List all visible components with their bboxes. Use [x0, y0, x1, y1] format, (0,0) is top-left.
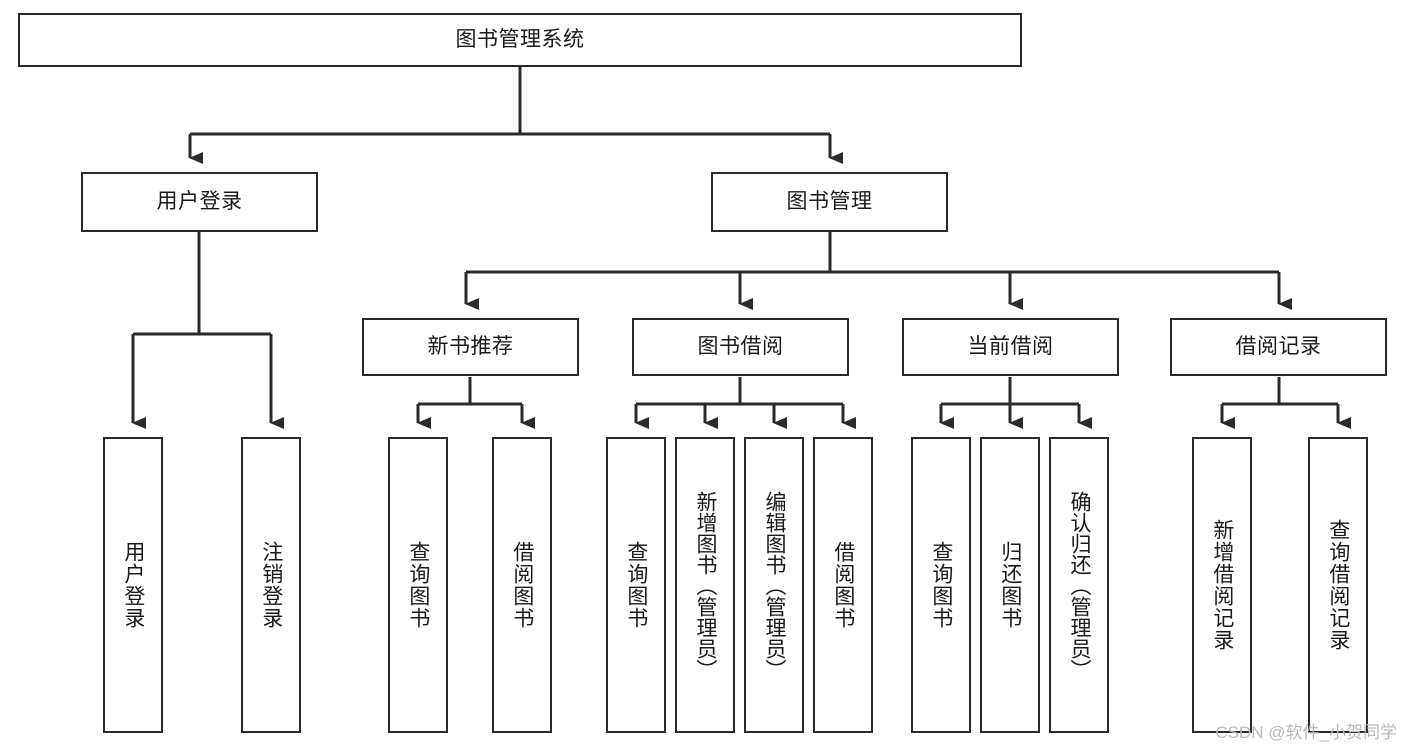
node-leaf-add-book-label: 新增图书（管理员） [694, 490, 718, 680]
edge-currentborrow-to-leaves [939, 377, 1092, 429]
node-user-login[interactable]: 用户登录 [81, 172, 318, 232]
node-leaf-add-book[interactable]: 新增图书（管理员） [675, 437, 735, 733]
node-leaf-add-record-label: 新增借阅记录 [1210, 519, 1234, 651]
node-leaf-query-book-1-label: 查询图书 [406, 541, 430, 629]
node-leaf-user-logout[interactable]: 注销登录 [241, 437, 301, 733]
node-leaf-return-book[interactable]: 归还图书 [980, 437, 1040, 733]
node-leaf-query-book-1[interactable]: 查询图书 [388, 437, 448, 733]
csdn-watermark: CSDN @软件_小贺同学 [1215, 723, 1397, 742]
node-root[interactable]: 图书管理系统 [18, 13, 1022, 67]
node-leaf-user-login-label: 用户登录 [121, 541, 145, 629]
node-new-book-recommend[interactable]: 新书推荐 [362, 318, 579, 376]
node-borrow-record[interactable]: 借阅记录 [1170, 318, 1387, 376]
node-root-label: 图书管理系统 [455, 28, 585, 52]
node-new-book-recommend-label: 新书推荐 [427, 335, 514, 359]
node-book-management[interactable]: 图书管理 [711, 172, 948, 232]
node-leaf-user-logout-label: 注销登录 [259, 541, 283, 629]
node-leaf-borrow-book-1[interactable]: 借阅图书 [492, 437, 552, 733]
node-current-borrow[interactable]: 当前借阅 [902, 318, 1119, 376]
node-leaf-edit-book[interactable]: 编辑图书（管理员） [744, 437, 804, 733]
node-leaf-query-book-2-label: 查询图书 [624, 541, 648, 629]
edge-bookmgmt-to-level3 [464, 232, 1292, 310]
node-leaf-query-book-3[interactable]: 查询图书 [911, 437, 971, 733]
node-leaf-user-login[interactable]: 用户登录 [103, 437, 163, 733]
edge-newbook-to-leaves [416, 377, 535, 429]
node-user-login-label: 用户登录 [156, 190, 243, 214]
edge-root-to-level2 [188, 67, 843, 164]
node-leaf-return-book-label: 归还图书 [998, 541, 1022, 629]
node-leaf-add-record[interactable]: 新增借阅记录 [1192, 437, 1252, 733]
node-leaf-query-book-2[interactable]: 查询图书 [606, 437, 666, 733]
node-borrow-record-label: 借阅记录 [1235, 335, 1322, 359]
node-leaf-edit-book-label: 编辑图书（管理员） [763, 490, 787, 680]
node-leaf-confirm-return-label: 确认归还（管理员） [1068, 490, 1092, 680]
node-leaf-borrow-book-1-label: 借阅图书 [510, 541, 534, 629]
node-leaf-query-book-3-label: 查询图书 [929, 541, 953, 629]
edge-userlogin-to-leaves [131, 232, 284, 429]
edge-bookborrow-to-leaves [634, 377, 856, 429]
node-leaf-confirm-return[interactable]: 确认归还（管理员） [1049, 437, 1109, 733]
node-leaf-query-record-label: 查询借阅记录 [1326, 519, 1350, 651]
node-book-borrow[interactable]: 图书借阅 [632, 318, 849, 376]
node-book-borrow-label: 图书借阅 [697, 335, 784, 359]
node-leaf-query-record[interactable]: 查询借阅记录 [1308, 437, 1368, 733]
node-book-management-label: 图书管理 [786, 190, 873, 214]
edge-borrowrecord-to-leaves [1220, 377, 1351, 429]
node-leaf-borrow-book-2-label: 借阅图书 [831, 541, 855, 629]
node-leaf-borrow-book-2[interactable]: 借阅图书 [813, 437, 873, 733]
node-current-borrow-label: 当前借阅 [967, 335, 1054, 359]
